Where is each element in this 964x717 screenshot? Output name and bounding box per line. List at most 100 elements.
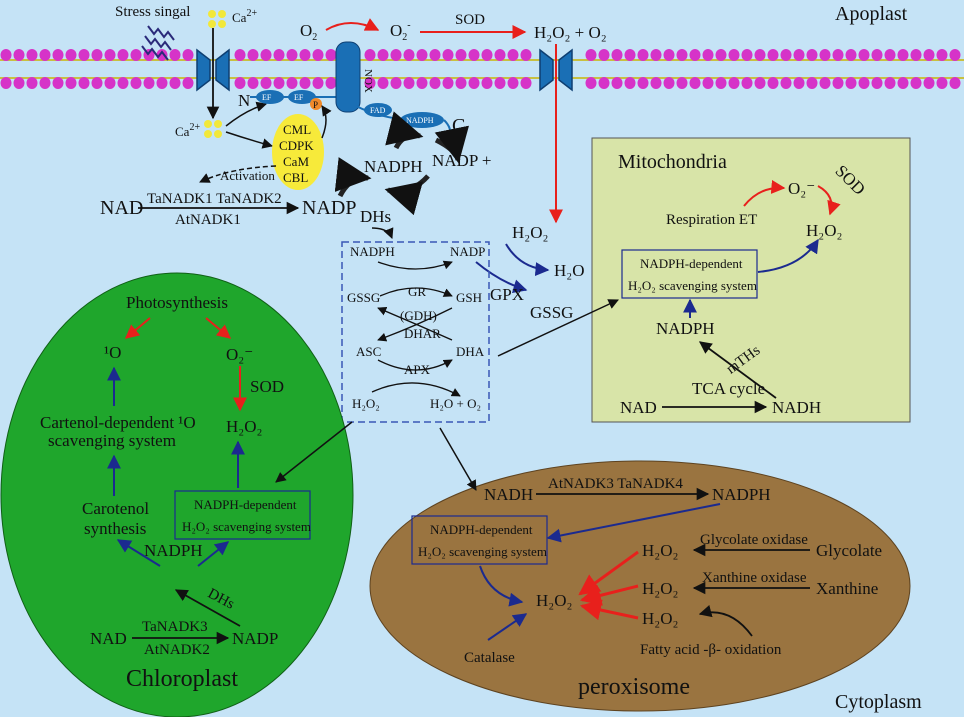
chloro-nadph: NADPH [144,541,203,560]
lipid-head [858,49,870,61]
lipid-head [845,49,857,61]
perox-xanthine: Xanthine [816,579,878,598]
lipid-head [247,77,259,89]
h2o-cytosol-label: H₂O [554,261,584,280]
cycle-to-perox-arrow [439,427,477,491]
lipid-head [0,77,12,89]
lipid-head [260,49,272,61]
perox-box-h2o2-arrow [479,565,524,607]
perox-box-line1: NADPH-dependent [430,522,533,537]
perox-h2o2-xanthine: H₂O₂ [642,579,678,598]
sod-apoplast-label: SOD [455,12,485,28]
lipid-head [884,49,896,61]
lipid-head [793,77,805,89]
dhs-arrow-2 [384,174,430,216]
lipid-head [767,49,779,61]
activation-label: Activation [220,168,275,183]
perox-scavenging-box [411,515,548,565]
lipid-head [169,49,181,61]
chloro-nadph-caro-arrow [116,539,161,567]
cycle-h2o-o2: H₂O + O₂ [430,396,481,411]
lipid-head [65,77,77,89]
lipid-head [754,49,766,61]
fad-label: FAD [370,106,386,115]
lipid-head [637,77,649,89]
lipid-head [910,49,922,61]
lipid-head [793,49,805,61]
mito-respiration-label: Respiration ET [666,212,757,228]
lipid-head [312,49,324,61]
lipid-head [182,49,194,61]
chloro-scav-line1: Cartenol-dependent ¹O [40,413,196,432]
lipid-head [143,77,155,89]
lipid-head [611,77,623,89]
peroxisome-label: peroxisome [578,674,690,700]
lipid-head [364,77,376,89]
lipid-head [299,77,311,89]
lipid-head [845,77,857,89]
chloro-dhs-arrow [174,589,241,627]
perox-red-arrow-3 [579,599,639,621]
ca-top-label: Ca2+ [232,8,257,25]
perox-h2o2-fattyacid: H₂O₂ [642,609,678,628]
lipid-head [611,49,623,61]
chloro-o2-radical: O₂⁻ [226,345,253,364]
phosphate-badge [310,98,322,110]
sensor-to-p-arrow [321,105,332,139]
lipid-head [598,77,610,89]
mito-box-line2: H₂O₂ scavenging system [628,278,757,293]
lipid-head [949,49,961,61]
nad-cytosol-label: NAD [100,197,143,219]
perox-h2o2-glycolate: H₂O₂ [642,541,678,560]
nox-transmembrane [335,41,361,113]
lipid-head [585,77,597,89]
p-label: P [313,100,318,110]
lipid-head [910,77,922,89]
lipid-head [325,49,337,61]
lipid-head [806,77,818,89]
mito-sod-arrow [817,185,841,216]
lipid-head [273,77,285,89]
perox-fatty-acid: Fatty acid -β- oxidation [640,642,782,658]
chloro-enzymes-bottom: AtNADK2 [144,642,210,658]
mito-respiration-arrow [743,179,786,207]
lipid-head [507,49,519,61]
chloro-ps-singlet-arrow [124,317,151,339]
plasma-membrane [0,49,964,89]
lipid-head [104,77,116,89]
lipid-head [741,49,753,61]
lipid-head [936,49,948,61]
lipid-head [923,77,935,89]
mitochondria-compartment [591,137,911,423]
lipid-head [312,77,324,89]
mito-scavenging-box [621,249,758,299]
lipid-head [39,77,51,89]
lipid-head [637,49,649,61]
nadph-domain-label: NADPH [406,116,434,125]
lipid-head [442,49,454,61]
lipid-head [91,77,103,89]
lipid-head [429,77,441,89]
lipid-head [286,77,298,89]
lipid-head [377,77,389,89]
cycle-h2o2: H₂O₂ [352,396,380,411]
perox-nadph-box-arrow [546,503,721,543]
dhs-cytosol-label: DHs [360,207,391,226]
perox-glycolate: Glycolate [816,541,882,560]
chloro-singlet-o: ¹O [104,343,121,362]
lipid-head [897,77,909,89]
lipid-head [403,77,415,89]
lipid-head [715,49,727,61]
lipid-head [377,49,389,61]
gpx-label: GPX [490,285,524,304]
gpx-h2o-arrow [505,243,550,277]
cycle-gssg: GSSG [347,290,380,305]
lipid-head [767,77,779,89]
lipid-head [754,77,766,89]
calcium-ions-inner [204,120,222,138]
lipid-head [949,77,961,89]
cycle-dha: DHA [456,344,485,359]
lipid-head [260,77,272,89]
perox-enzymes: AtNADK3 TaNADK4 [548,476,683,492]
lipid-head [325,77,337,89]
